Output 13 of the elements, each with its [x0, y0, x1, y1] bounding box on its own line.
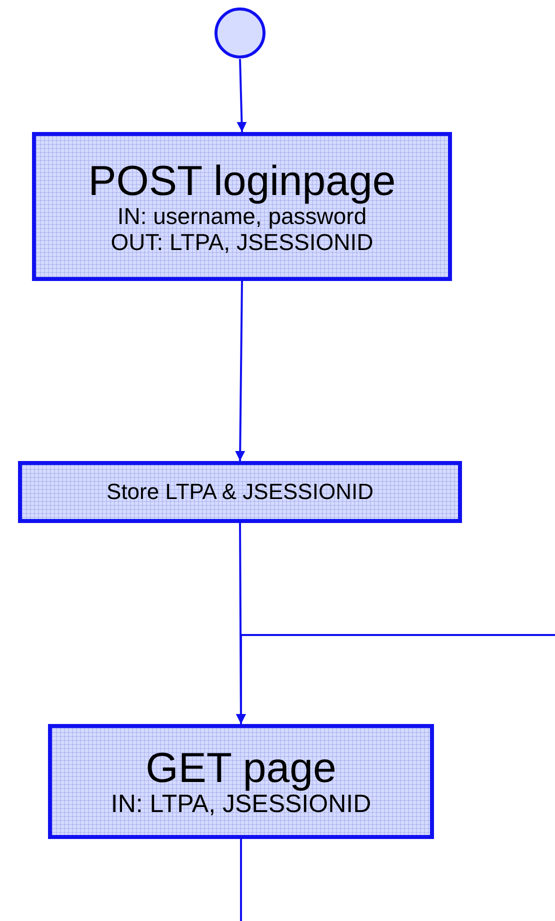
- arrow: [235, 280, 246, 462]
- box-text: Store LTPA & JSESSIONID: [106, 480, 374, 504]
- box-text: IN: username, password: [117, 204, 367, 230]
- arrow: [236, 634, 555, 724]
- process-box: [32, 132, 452, 281]
- box-title: GET page: [146, 744, 336, 791]
- arrow: [236, 58, 247, 132]
- box-title: POST loginpage: [88, 158, 396, 204]
- start-circle: [214, 7, 266, 59]
- process-box: [48, 724, 434, 839]
- box-text: IN: LTPA, JSESSIONID: [110, 790, 372, 818]
- process-box: [18, 461, 462, 523]
- box-text: OUT: LTPA, JSESSIONID: [110, 230, 374, 255]
